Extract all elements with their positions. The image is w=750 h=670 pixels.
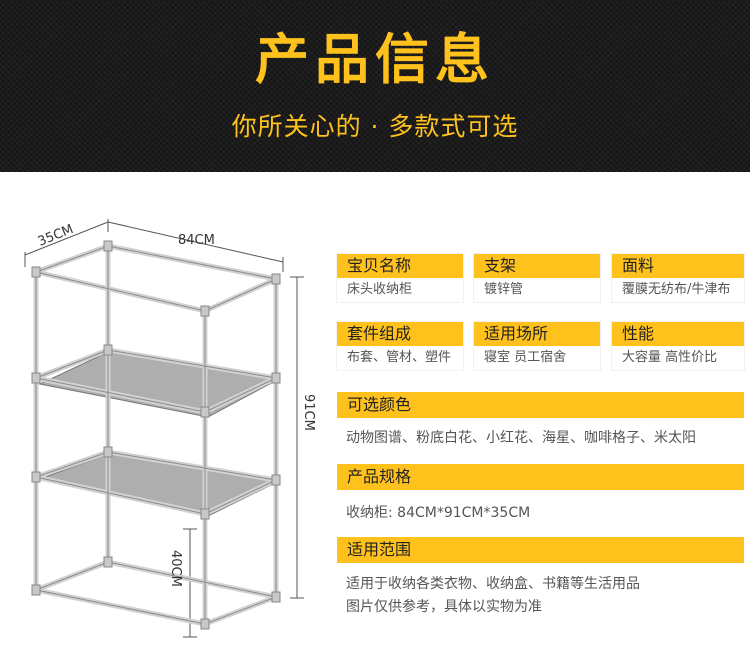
page-title: 产品信息 — [255, 28, 495, 91]
scope-heading: 适用范围 — [347, 540, 412, 559]
spec-box-performance: 性能 大容量 高性价比 — [612, 322, 744, 370]
scope-text-line-1: 适用于收纳各类衣物、收纳盒、书籍等生活用品 — [346, 576, 640, 592]
spec-value: 镀锌管 — [484, 282, 524, 297]
colors-heading-bar: 可选颜色 — [337, 392, 744, 418]
spec-value: 布套、管材、塑件 — [347, 350, 452, 365]
size-heading-bar: 产品规格 — [337, 464, 744, 490]
header-banner: 产品信息 你所关心的 · 多款式可选 — [0, 0, 750, 172]
colors-text: 动物图谱、粉底白花、小红花、海星、咖啡格子、米太阳 — [346, 430, 696, 446]
shelf-diagram: 35CM 84CM 91CM 40CM — [24, 219, 316, 638]
depth-label: 35CM — [36, 222, 76, 250]
spec-value: 床头收纳柜 — [347, 282, 413, 297]
lower-height-label: 40CM — [168, 550, 183, 587]
scope-heading-bar: 适用范围 — [337, 537, 744, 563]
spec-box-name: 宝贝名称 床头收纳柜 — [337, 254, 463, 302]
spec-box-parts: 套件组成 布套、管材、塑件 — [337, 322, 463, 370]
spec-label: 性能 — [622, 324, 655, 343]
spec-label: 支架 — [484, 256, 517, 275]
page-subtitle: 你所关心的 · 多款式可选 — [231, 112, 519, 141]
size-text: 收纳柜: 84CM*91CM*35CM — [346, 505, 531, 521]
spec-value: 覆膜无纺布/牛津布 — [622, 282, 731, 297]
colors-heading: 可选颜色 — [347, 395, 412, 414]
spec-box-fabric: 面料 覆膜无纺布/牛津布 — [612, 254, 744, 302]
size-heading: 产品规格 — [347, 467, 412, 486]
scope-text-line-2: 图片仅供参考，具体以实物为准 — [346, 599, 542, 615]
spec-box-frame: 支架 镀锌管 — [474, 254, 600, 302]
spec-label: 套件组成 — [347, 324, 412, 343]
spec-value: 大容量 高性价比 — [622, 350, 718, 365]
spec-label: 适用场所 — [484, 324, 549, 343]
spec-value: 寝室 员工宿舍 — [484, 350, 567, 365]
spec-label: 面料 — [622, 256, 655, 275]
height-label: 91CM — [301, 394, 316, 431]
spec-box-place: 适用场所 寝室 员工宿舍 — [474, 322, 600, 370]
width-label: 84CM — [178, 233, 215, 248]
spec-label: 宝贝名称 — [347, 256, 412, 275]
